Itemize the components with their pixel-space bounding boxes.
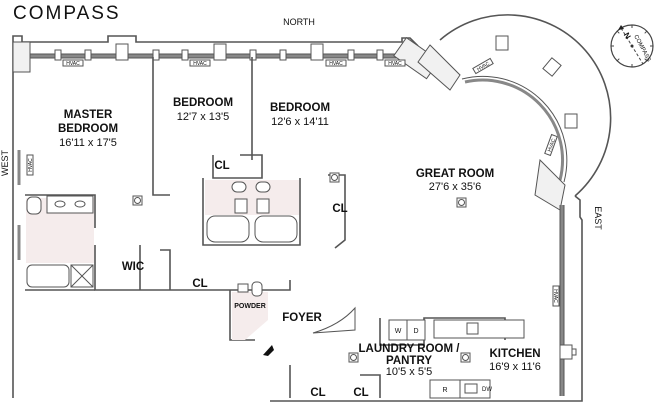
hvac-tag: HVAC [62,59,84,67]
svg-text:HVAC: HVAC [28,158,34,172]
hvac-tag: HVAC [384,59,406,67]
master-bedroom-label-1: MASTER [64,109,113,121]
hvac-units: HVAC HVAC HVAC HVAC HVAC HVAC HVAC HVAC [26,57,560,307]
svg-text:HVAC: HVAC [329,61,343,67]
svg-text:W: W [395,328,402,335]
east-label: EAST [593,206,603,230]
north-windows [12,37,440,80]
closet-label: CL [214,160,229,172]
hvac-tag: HVAC [552,285,560,307]
bedroom-2-label: BEDROOM [173,97,233,109]
svg-text:HVAC: HVAC [388,61,402,67]
bedroom-3-dims: 12'6 x 14'11 [271,116,329,128]
great-room-label: GREAT ROOM [416,168,494,180]
closet-label: CL [192,278,207,290]
laundry-dims: 10'5 x 5'5 [386,366,432,378]
svg-text:HVAC: HVAC [547,138,557,153]
hvac-tag: HVAC [189,59,211,67]
svg-text:HVAC: HVAC [66,61,80,67]
logo-text: COMPASS [13,3,121,24]
svg-text:HVAC: HVAC [552,289,558,303]
exterior-walls [12,14,612,402]
powder-label: POWDER [234,303,266,310]
columns [132,172,471,363]
bedroom-3-label: BEDROOM [270,102,330,114]
compass-rose-icon: N COMPASS [610,24,654,68]
svg-text:HVAC: HVAC [193,61,207,67]
closet-label: CL [310,387,325,399]
west-label: WEST [0,149,10,176]
foyer-label: FOYER [282,312,322,324]
east-windows [559,205,577,396]
laundry-label-1: LAUNDRY ROOM / [359,343,461,355]
foyer-door-swing [312,306,356,334]
laundry-appliances: W D [388,319,426,341]
hvac-tag: HVAC [544,133,558,157]
svg-text:R: R [442,387,447,394]
entry-arrow-icon [263,345,274,356]
powder-room [232,281,268,340]
closet-label: CL [332,203,347,215]
hvac-tag: HVAC [472,57,494,75]
hvac-tag: HVAC [26,154,34,176]
north-label: NORTH [283,17,315,27]
master-bedroom-dims: 16'11 x 17'5 [59,137,117,149]
kitchen-label: KITCHEN [489,348,540,360]
kitchen-fixtures: R DW [429,319,525,399]
laundry-label-2: PANTRY [386,355,432,367]
great-room-dims: 27'6 x 35'6 [429,181,482,193]
master-bath [26,195,94,288]
bay-window-wall [417,35,578,211]
bedroom-baths [205,180,299,243]
master-bedroom-label-2: BEDROOM [58,123,118,135]
compass-logo: COMPASS [13,3,121,25]
bedroom-2-dims: 12'7 x 13'5 [177,111,230,123]
compass-north-letter: N [622,31,633,41]
wic-label: WIC [122,261,144,273]
svg-text:DW: DW [482,387,492,393]
hvac-tag: HVAC [325,59,347,67]
kitchen-dims: 16'9 x 11'6 [489,361,541,373]
svg-text:D: D [413,328,418,335]
closet-label: CL [353,387,368,399]
